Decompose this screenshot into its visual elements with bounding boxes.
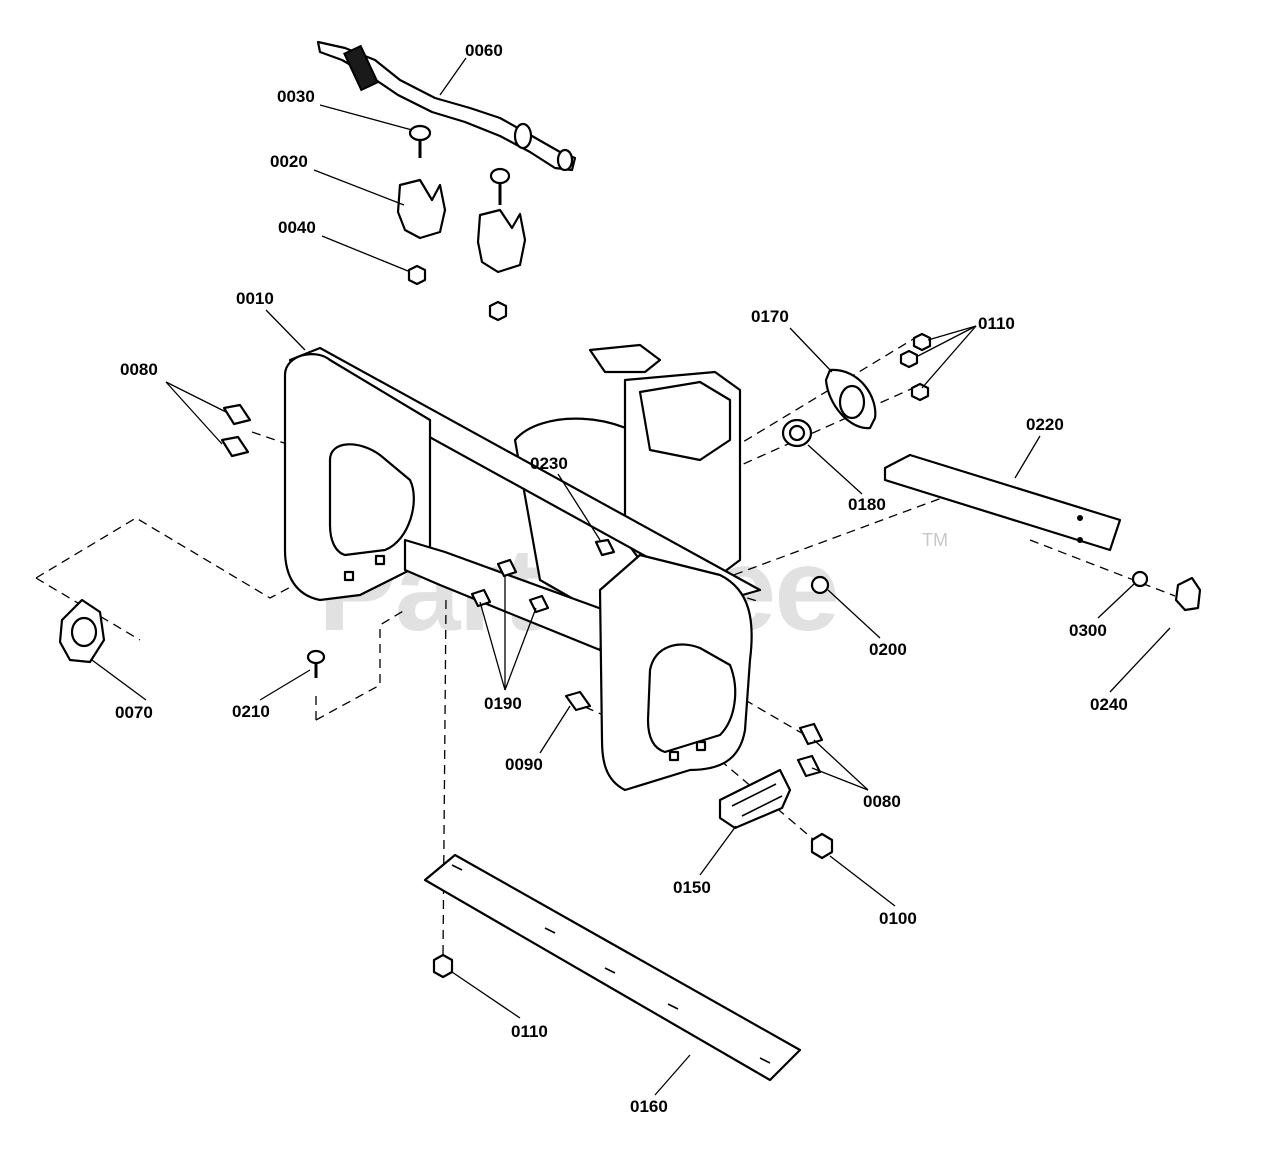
- wing-nut: [1174, 576, 1202, 612]
- leader-lines: [91, 57, 1171, 1096]
- callout-0040: 0040: [278, 218, 316, 237]
- bolts-0190: [470, 558, 550, 614]
- nut-0100: [810, 832, 834, 860]
- scraper-blade: [423, 853, 802, 1082]
- callout-0020: 0020: [270, 152, 308, 171]
- callout-0100: 0100: [879, 909, 917, 928]
- screw-0200: [810, 575, 830, 595]
- callout-0110-top: 0110: [978, 314, 1015, 333]
- callout-0070: 0070: [115, 703, 153, 722]
- screw-0030: [408, 124, 432, 158]
- chute-crank-rod: [316, 40, 577, 172]
- auger-housing: [283, 343, 762, 792]
- callout-0010: 0010: [236, 289, 274, 308]
- bolt-0090: [564, 690, 592, 712]
- nut-0040-left: [407, 264, 427, 286]
- callout-0230: 0230: [530, 454, 568, 473]
- callout-0240: 0240: [1090, 695, 1128, 714]
- bracket-0020-right: [476, 208, 527, 274]
- callout-0170: 0170: [751, 307, 789, 326]
- carriage-bolt-0210: [306, 649, 326, 678]
- carriage-bolt-upper: [489, 167, 511, 205]
- bearing-flange: [824, 368, 877, 430]
- callout-0090: 0090: [505, 755, 543, 774]
- callout-0200: 0200: [869, 640, 907, 659]
- bolts-0080-right: [796, 722, 824, 778]
- callout-0150: 0150: [673, 878, 711, 897]
- watermark-trademark: TM: [922, 530, 948, 550]
- callout-0080-left: 0080: [120, 360, 158, 379]
- washer: [1131, 570, 1149, 588]
- callout-0030: 0030: [277, 87, 315, 106]
- callout-0190: 0190: [484, 694, 522, 713]
- callout-0160: 0160: [630, 1097, 668, 1116]
- skid-shoe: [718, 768, 792, 830]
- callout-0220: 0220: [1026, 415, 1064, 434]
- bracket-0020-left: [396, 178, 447, 240]
- bolts-0080-left: [220, 403, 252, 458]
- callout-0300: 0300: [1069, 621, 1107, 640]
- nuts-0110-top: [899, 332, 932, 402]
- bearing: [781, 418, 813, 448]
- nut-0040-right: [488, 300, 508, 322]
- callout-0060: 0060: [465, 41, 503, 60]
- callout-0080-right: 0080: [863, 792, 901, 811]
- callout-0110-bottom: 0110: [511, 1022, 548, 1041]
- bearing-plate-0070: [58, 598, 106, 664]
- callout-labels: 0060 0030 0020 0040 0010 0080 0170 0110 …: [115, 41, 1128, 1116]
- callout-0210: 0210: [232, 702, 270, 721]
- bolt-0230: [594, 538, 616, 557]
- callout-0180: 0180: [848, 495, 886, 514]
- scraper-strip: [883, 453, 1122, 552]
- nut-0110-bottom: [432, 953, 454, 979]
